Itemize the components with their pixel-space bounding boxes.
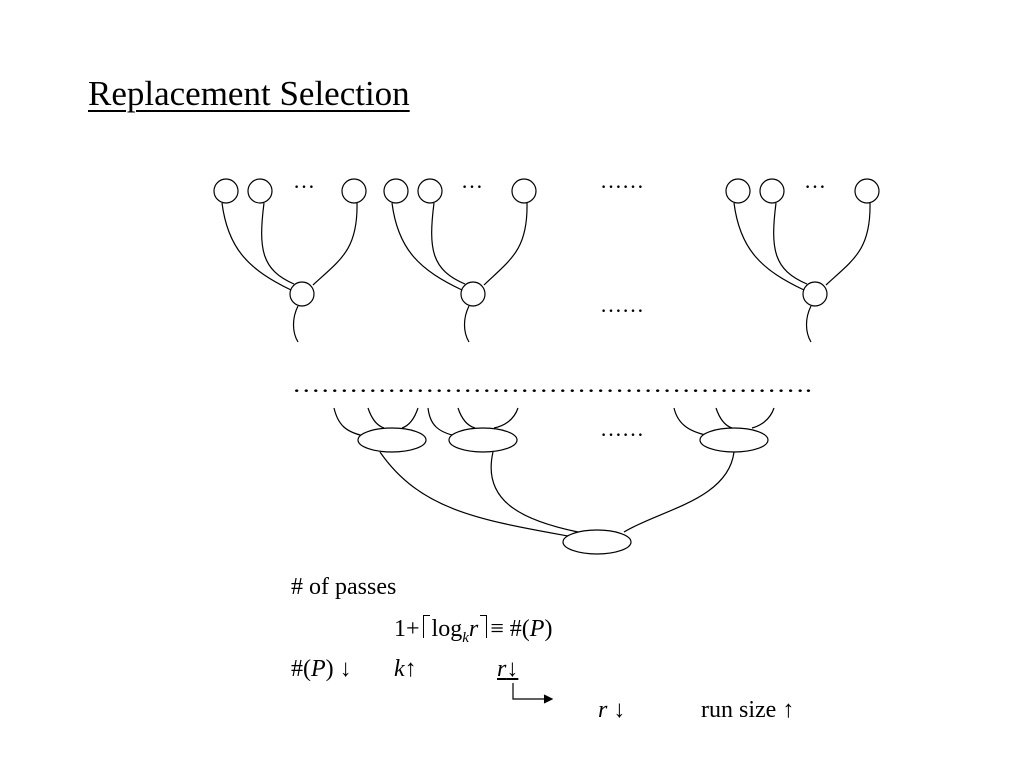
edge [490, 451, 579, 533]
edge [825, 202, 871, 286]
edge [493, 407, 519, 429]
leaf-node [511, 178, 537, 204]
hash-p-close: ) [325, 656, 334, 682]
middle-node-3 [673, 407, 775, 453]
ellipse-node [357, 427, 427, 453]
internal-node [802, 281, 828, 307]
edge [773, 202, 808, 285]
one-plus: 1+ [394, 616, 420, 642]
edge [805, 305, 812, 343]
ellipsis-between-trees: …… [600, 168, 644, 193]
hash-p-open: #( [291, 656, 311, 682]
internal-node [289, 281, 315, 307]
ceil-right-bracket [480, 615, 488, 638]
down-arrow: ↓ [339, 656, 352, 682]
run-size-label: run size [701, 697, 777, 723]
hash-p-open: #( [509, 616, 530, 642]
leaf-node [247, 178, 273, 204]
internal-node [460, 281, 486, 307]
leaf-node [383, 178, 409, 204]
passes-heading: # of passes [291, 574, 397, 600]
down-arrow: ↓ [506, 656, 519, 682]
root-node [379, 451, 735, 555]
p-var: P [311, 656, 326, 682]
edge [427, 407, 457, 437]
edge [457, 407, 476, 429]
leaf-node [417, 178, 443, 204]
ellipse-node [699, 427, 769, 453]
run-size-increase: run size ↑ [701, 697, 794, 724]
hash-p-close: ) [544, 616, 553, 642]
edge [751, 407, 775, 429]
edge [379, 451, 569, 537]
middle-node-1 [333, 407, 427, 453]
passes-formula: 1+ logkr ≡ #(P) [394, 615, 553, 646]
ellipse-node [448, 427, 518, 453]
leaf-node [341, 178, 367, 204]
dotted-separator: ………………………………………………. [292, 372, 812, 397]
leaf-node [725, 178, 751, 204]
top-tree-1 [213, 178, 367, 343]
top-tree-2 [383, 178, 537, 343]
edge [261, 202, 295, 285]
edge [715, 407, 733, 429]
down-arrow: ↓ [613, 697, 626, 723]
k-increase: k↑ [394, 656, 417, 683]
edge [312, 202, 358, 286]
edge [431, 202, 466, 285]
ellipsis-tree-2: … [461, 168, 483, 193]
r-var: r [598, 697, 608, 723]
leaf-node [854, 178, 880, 204]
r-var: r [497, 656, 507, 682]
hash-p-decrease: #(P) ↓ [291, 656, 352, 683]
edge [292, 305, 299, 343]
edge [733, 202, 805, 291]
r-decrease: r↓ [497, 656, 518, 683]
edge [623, 451, 735, 533]
ellipsis-lower: …… [600, 416, 644, 441]
r-decrease-result: r ↓ [598, 697, 625, 724]
edge [483, 202, 528, 286]
edge [333, 407, 365, 437]
ceil-left-bracket [422, 615, 430, 638]
implication-arrow [512, 683, 554, 704]
middle-node-2 [427, 407, 519, 453]
leaf-node [759, 178, 785, 204]
edge [221, 202, 292, 291]
ellipse-node [562, 529, 632, 555]
top-tree-3 [725, 178, 880, 343]
k-var: k [394, 656, 405, 682]
p-var: P [529, 616, 545, 642]
up-arrow: ↑ [404, 656, 417, 682]
slide-title: Replacement Selection [88, 74, 410, 113]
edge [401, 407, 419, 429]
log-base: k [462, 630, 469, 646]
edge [367, 407, 385, 429]
equiv-symbol: ≡ [490, 616, 504, 642]
ellipsis-tree-1: … [293, 168, 315, 193]
up-arrow: ↑ [782, 697, 795, 723]
log-text: log [431, 616, 463, 642]
log-arg: r [468, 616, 479, 642]
edge [391, 202, 463, 291]
leaf-node [213, 178, 239, 204]
ellipsis-middle: …… [600, 292, 644, 317]
ellipsis-tree-3: … [804, 168, 826, 193]
edge [673, 407, 711, 437]
edge [463, 305, 470, 343]
